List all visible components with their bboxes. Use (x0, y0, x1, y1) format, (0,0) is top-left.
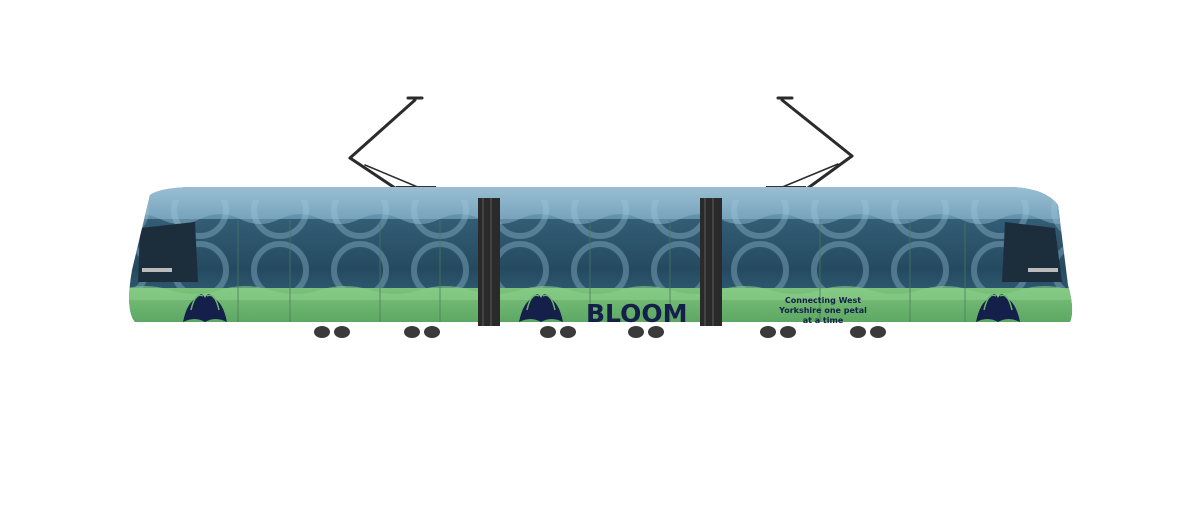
slogan-line-1: Connecting West (785, 296, 861, 305)
flower-icon (976, 294, 1020, 322)
pantograph-right (766, 96, 854, 192)
flower-icon (519, 294, 563, 322)
wheels (314, 326, 886, 338)
slogan-line-3: at a time (803, 316, 844, 325)
tram-body (129, 187, 1073, 322)
brand-name: BLOOM (586, 299, 687, 328)
flower-icon (183, 294, 227, 322)
articulation-bellows (478, 198, 722, 326)
pantograph-left (348, 96, 436, 192)
slogan-line-2: Yorkshire one petal (778, 306, 867, 315)
